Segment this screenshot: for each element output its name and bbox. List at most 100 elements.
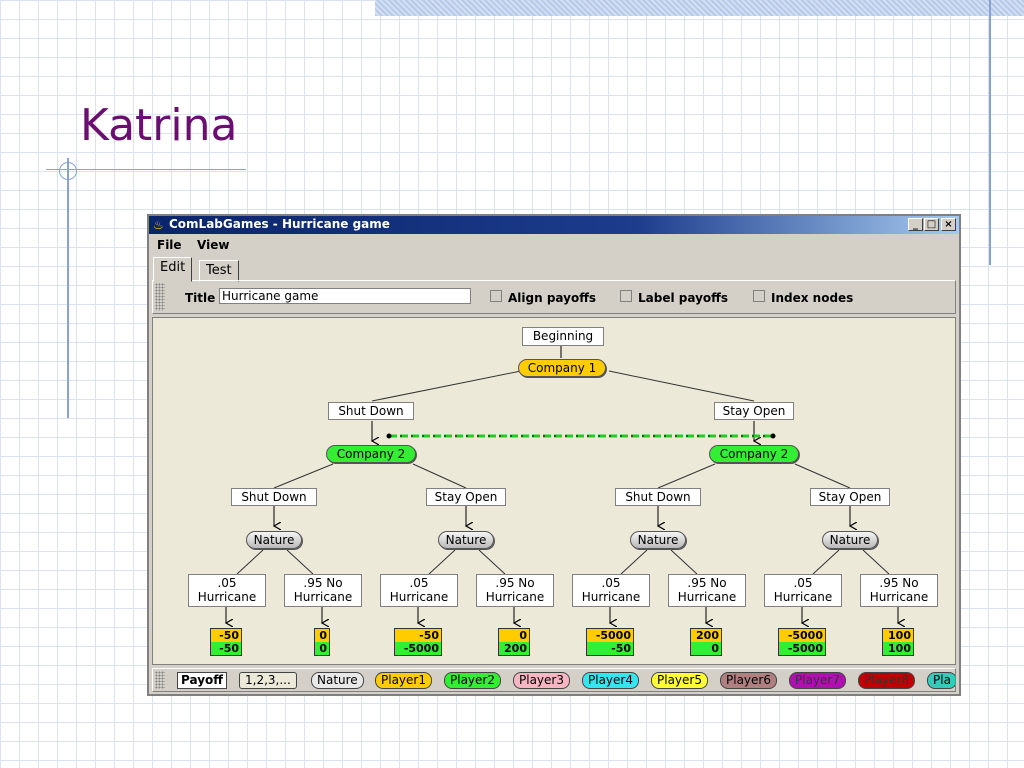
payoff-player1: -5000 xyxy=(587,629,633,642)
window-titlebar[interactable]: ♨ ComLabGames - Hurricane game _ □ × xyxy=(149,216,959,234)
root-node-label[interactable]: Beginning xyxy=(522,327,604,346)
edge xyxy=(428,549,456,575)
player2-tool[interactable]: Player2 xyxy=(444,672,501,689)
payoff-player2: 0 xyxy=(691,642,721,655)
menu-view[interactable]: View xyxy=(197,238,230,252)
payoff-player2: -50 xyxy=(211,642,241,655)
player1-tool[interactable]: Player1 xyxy=(375,672,432,689)
probability-value: .95 No xyxy=(303,576,343,590)
slide-decor-horizontal-line xyxy=(46,169,246,170)
company1-node[interactable]: Company 1 xyxy=(518,359,606,377)
edge xyxy=(286,549,314,575)
align-payoffs-checkbox[interactable] xyxy=(490,290,502,302)
probability-value: .05 xyxy=(793,576,813,590)
app-window: ♨ ComLabGames - Hurricane game _ □ × Fil… xyxy=(147,214,961,696)
edge xyxy=(657,463,716,489)
player9-tool[interactable]: Pla xyxy=(927,672,955,689)
label-payoffs-checkbox[interactable] xyxy=(620,290,632,302)
company2-node-left[interactable]: Company 2 xyxy=(326,445,416,463)
edge xyxy=(812,549,840,575)
nature-node[interactable]: Nature xyxy=(246,531,302,549)
toolbar-grip[interactable] xyxy=(155,283,165,311)
numbers-tool[interactable]: 1,2,3,... xyxy=(239,672,297,689)
slide-decor-vertical-line xyxy=(67,158,69,418)
action-stay-open[interactable]: Stay Open xyxy=(810,488,890,506)
maximize-button[interactable]: □ xyxy=(924,218,939,231)
probability-value: .95 No xyxy=(495,576,535,590)
nature-tool[interactable]: Nature xyxy=(311,672,364,689)
edge xyxy=(862,549,890,575)
window-title: ComLabGames - Hurricane game xyxy=(169,217,390,231)
payoff-cell[interactable]: -5000-50 xyxy=(586,628,634,656)
player5-tool[interactable]: Player5 xyxy=(651,672,708,689)
nature-node[interactable]: Nature xyxy=(822,531,878,549)
action-shut-down[interactable]: Shut Down xyxy=(615,488,701,506)
nature-node[interactable]: Nature xyxy=(630,531,686,549)
palette-bar: Payoff 1,2,3,... Nature Player1 Player2 … xyxy=(152,668,956,692)
palette-grip[interactable] xyxy=(155,671,165,689)
menu-bar: File View xyxy=(149,235,959,255)
game-tree-canvas[interactable]: Beginning Company 1 Shut Down Stay Open … xyxy=(152,317,956,665)
payoff-player2: -5000 xyxy=(779,642,825,655)
edge xyxy=(608,370,755,402)
infoset-endpoint xyxy=(386,433,392,439)
action-stay-open[interactable]: Stay Open xyxy=(714,402,794,420)
action-shut-down[interactable]: Shut Down xyxy=(231,488,317,506)
probability-value: .05 xyxy=(217,576,237,590)
tab-edit[interactable]: Edit xyxy=(153,257,193,282)
payoff-player1: -50 xyxy=(211,629,241,642)
menu-file[interactable]: File xyxy=(157,238,182,252)
probability-event: Hurricane xyxy=(293,590,353,604)
payoff-cell[interactable]: -5000-5000 xyxy=(778,628,826,656)
payoff-cell[interactable]: -50-5000 xyxy=(394,628,442,656)
player8-tool[interactable]: Player8 xyxy=(858,672,915,689)
probability-event: Hurricane xyxy=(389,590,449,604)
nature-node[interactable]: Nature xyxy=(438,531,494,549)
tab-test[interactable]: Test xyxy=(199,260,239,282)
payoff-player1: -5000 xyxy=(779,629,825,642)
player7-tool[interactable]: Player7 xyxy=(789,672,846,689)
slide-decor-circle xyxy=(59,162,77,180)
slide-title: Katrina xyxy=(80,100,238,151)
index-nodes-checkbox[interactable] xyxy=(753,290,765,302)
probability-value: .05 xyxy=(601,576,621,590)
payoff-tool[interactable]: Payoff xyxy=(177,672,227,689)
java-cup-icon: ♨ xyxy=(153,218,164,232)
edge xyxy=(236,549,264,575)
minimize-button[interactable]: _ xyxy=(908,218,923,231)
player4-tool[interactable]: Player4 xyxy=(582,672,639,689)
payoff-cell[interactable]: -50-50 xyxy=(210,628,242,656)
index-nodes-label: Index nodes xyxy=(771,291,854,305)
action-shut-down[interactable]: Shut Down xyxy=(328,402,414,420)
payoff-player2: 0 xyxy=(315,642,329,655)
edge xyxy=(412,463,467,489)
probability-event: Hurricane xyxy=(485,590,545,604)
close-button[interactable]: × xyxy=(941,218,956,231)
company2-node-right[interactable]: Company 2 xyxy=(709,445,799,463)
edge xyxy=(371,370,522,402)
probability-event: Hurricane xyxy=(581,590,641,604)
title-input[interactable] xyxy=(219,288,471,304)
probability-event: Hurricane xyxy=(677,590,737,604)
payoff-player1: 0 xyxy=(499,629,529,642)
player6-tool[interactable]: Player6 xyxy=(720,672,777,689)
action-stay-open[interactable]: Stay Open xyxy=(426,488,506,506)
edge xyxy=(794,463,851,489)
editor-toolbar: Title Align payoffs Label payoffs Index … xyxy=(152,280,956,314)
edge xyxy=(670,549,698,575)
align-payoffs-label: Align payoffs xyxy=(508,291,597,305)
player3-tool[interactable]: Player3 xyxy=(513,672,570,689)
probability-value: .95 No xyxy=(687,576,727,590)
